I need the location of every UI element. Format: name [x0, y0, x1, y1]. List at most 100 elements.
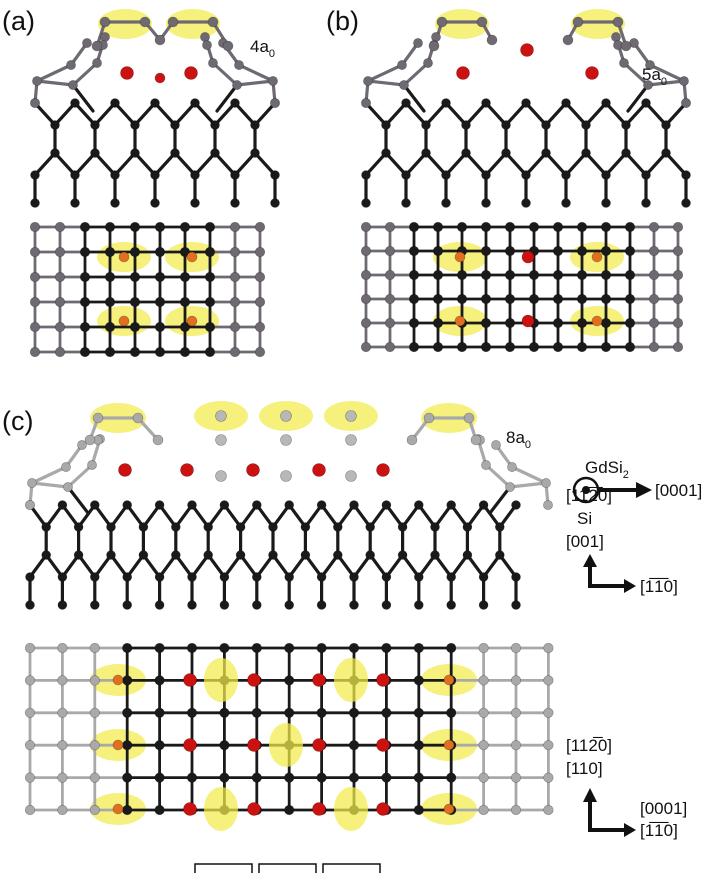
atom — [106, 522, 116, 532]
atom — [365, 522, 376, 532]
atom — [413, 707, 424, 718]
atom — [29, 246, 41, 258]
atom — [641, 98, 651, 108]
atom — [202, 40, 212, 50]
atom — [363, 76, 373, 86]
atom — [384, 341, 396, 353]
dimer-highlight — [166, 9, 220, 39]
atom — [486, 34, 498, 46]
atom — [190, 170, 200, 180]
atom — [171, 550, 181, 560]
top-direction-up-1: [112̅0] — [566, 736, 612, 755]
gd-atom — [312, 673, 326, 687]
atom — [284, 500, 295, 510]
bond — [60, 553, 81, 579]
bond — [484, 151, 508, 177]
bond — [206, 553, 226, 579]
gd-atom — [183, 802, 197, 816]
atom — [528, 221, 540, 233]
atom — [110, 198, 120, 208]
atom — [461, 148, 471, 158]
atom — [251, 572, 262, 582]
atom — [456, 293, 468, 305]
atom — [576, 293, 588, 305]
atom — [681, 98, 691, 108]
bond — [222, 553, 243, 579]
bond — [73, 151, 97, 177]
dimer-highlight — [98, 9, 152, 39]
bond — [71, 61, 99, 87]
bond — [624, 101, 648, 127]
atom — [611, 32, 621, 42]
atom — [154, 296, 166, 308]
bond — [213, 151, 237, 177]
bond-layer — [28, 20, 688, 812]
atom — [25, 500, 35, 510]
atom — [219, 572, 230, 582]
atom — [300, 522, 311, 532]
atom — [57, 675, 68, 686]
atom — [254, 221, 266, 233]
atom — [381, 148, 391, 158]
bond — [158, 503, 178, 529]
atom — [57, 707, 68, 718]
bond — [133, 151, 157, 177]
bond — [215, 83, 239, 113]
bond — [206, 503, 226, 529]
top-direction-up-2: [110] — [566, 759, 603, 778]
bond — [464, 101, 488, 127]
top-up-arrow-head-icon — [583, 788, 597, 802]
atom — [316, 500, 327, 510]
atom — [576, 269, 588, 281]
bond — [30, 481, 70, 489]
atom — [154, 600, 165, 610]
atom — [601, 198, 611, 208]
bond — [303, 503, 324, 529]
atom — [179, 346, 191, 358]
atom — [186, 772, 198, 783]
atom — [30, 198, 40, 208]
atom — [480, 341, 492, 353]
gd-atom — [184, 66, 198, 80]
atom — [154, 321, 166, 333]
atom — [360, 221, 372, 233]
atom — [408, 293, 420, 305]
atom-layer — [24, 16, 691, 816]
atom — [504, 341, 516, 353]
atom — [207, 16, 219, 28]
atom — [270, 198, 280, 208]
panel-b-period: 5a0 — [642, 65, 667, 88]
si-label: Si — [577, 509, 592, 528]
bond — [564, 101, 588, 127]
gd-atom — [521, 314, 535, 328]
atom — [171, 522, 181, 532]
atom — [154, 34, 166, 46]
atom — [543, 500, 553, 510]
atom — [413, 642, 424, 654]
atom — [365, 550, 376, 560]
atom — [219, 500, 230, 510]
bond — [33, 151, 57, 177]
atom — [29, 271, 41, 283]
bond — [141, 553, 162, 579]
top-right-arrow-head-icon — [624, 823, 636, 837]
atom — [600, 341, 612, 353]
gd-atom — [118, 463, 132, 477]
atom — [481, 460, 491, 470]
atom — [672, 293, 684, 305]
atom — [381, 500, 392, 510]
bond — [444, 151, 468, 177]
atom — [624, 245, 636, 257]
atom — [29, 346, 41, 358]
bond — [508, 481, 548, 489]
atom — [432, 221, 444, 233]
bond — [44, 553, 65, 579]
atom — [29, 296, 41, 308]
atom — [397, 522, 408, 532]
atom — [154, 572, 165, 582]
bond — [158, 553, 178, 579]
atom — [24, 642, 36, 654]
atom — [215, 434, 227, 446]
atom — [229, 296, 241, 308]
atom — [621, 148, 631, 158]
